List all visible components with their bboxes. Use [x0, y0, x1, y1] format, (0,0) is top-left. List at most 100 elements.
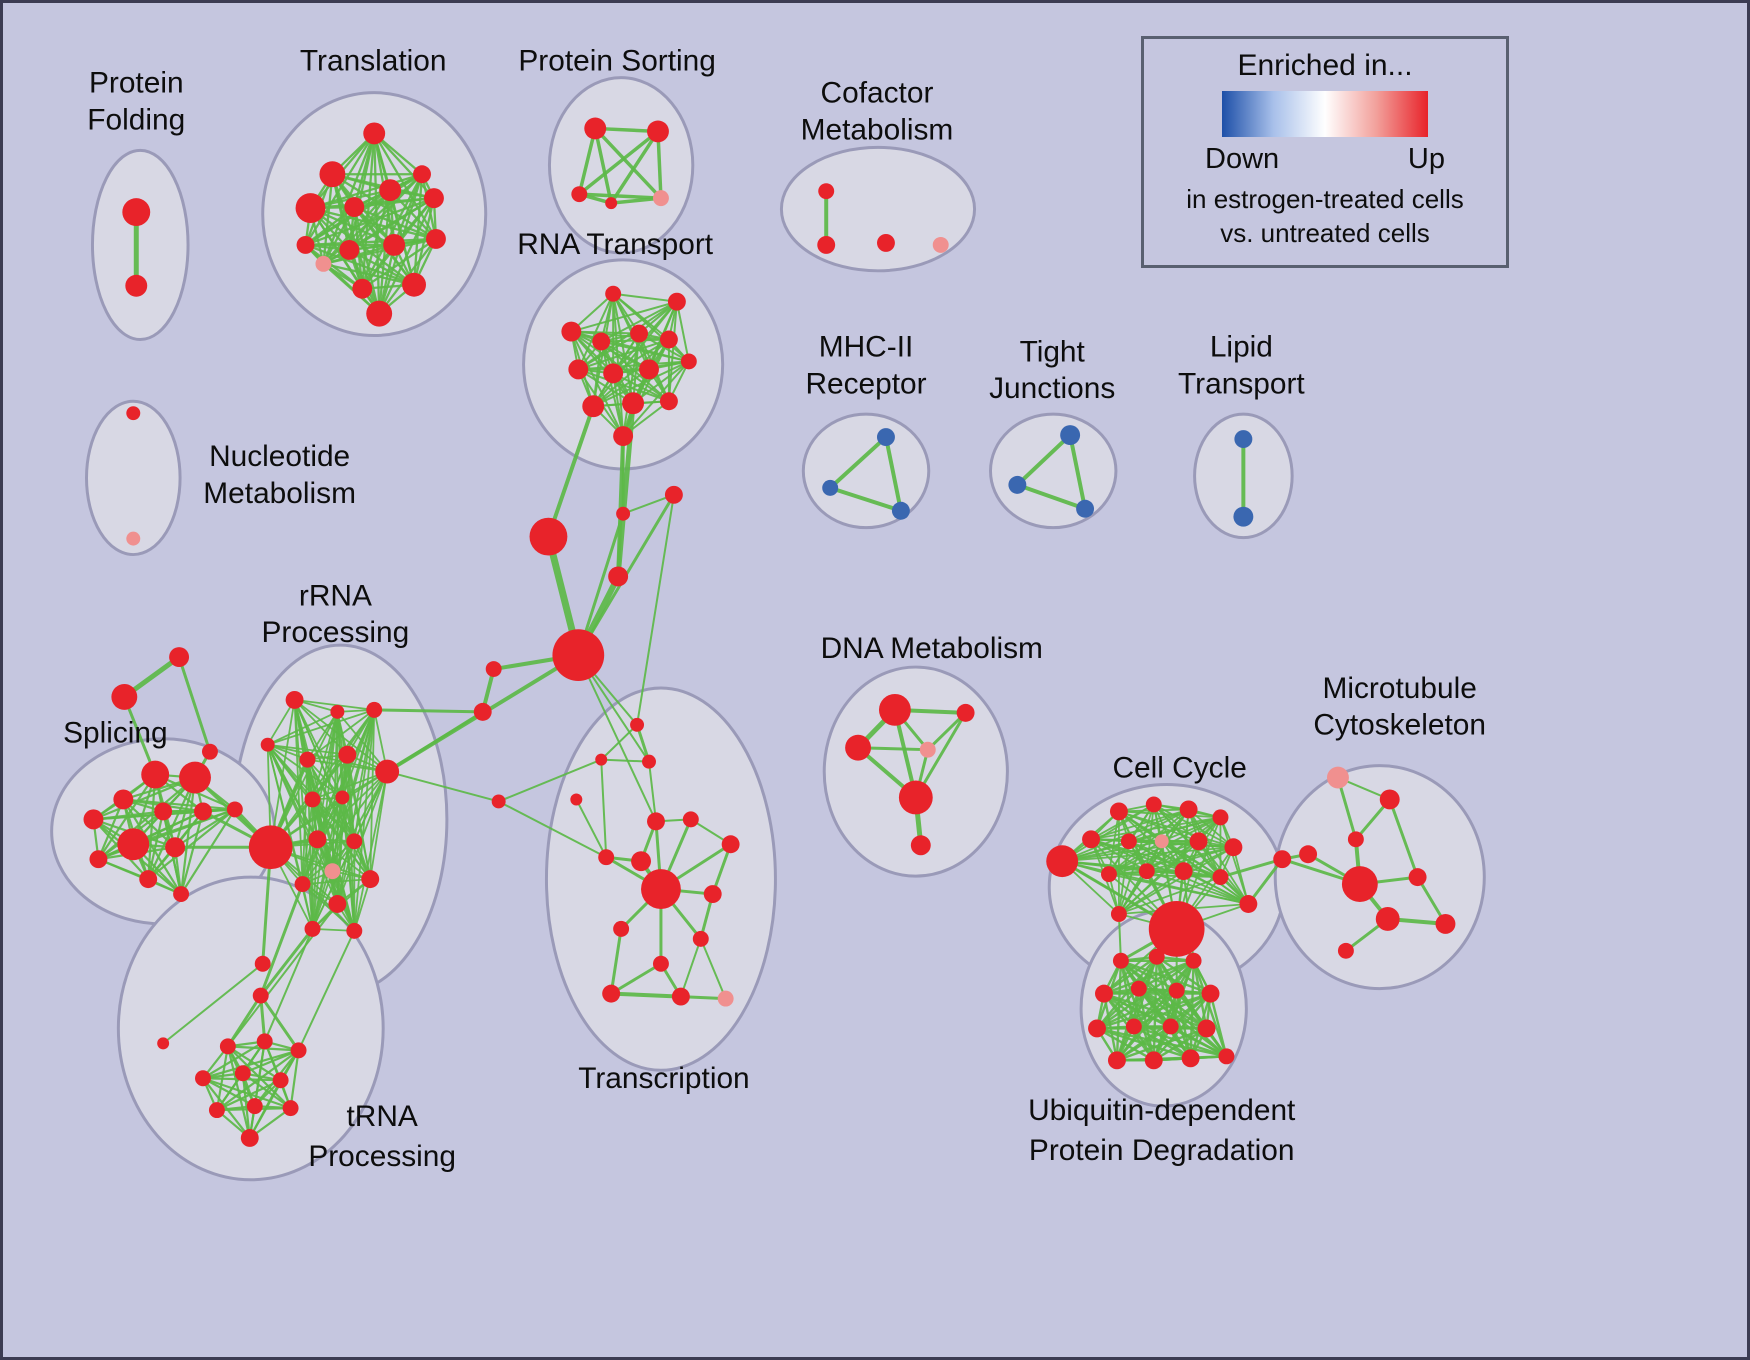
- network-edge: [577, 332, 641, 371]
- network-edge: [1132, 989, 1178, 1028]
- network-edge: [259, 994, 301, 1052]
- network-edge: [316, 838, 372, 881]
- network-node: [595, 753, 608, 766]
- network-node: [919, 741, 936, 758]
- cluster-label: Tight: [1020, 335, 1086, 368]
- network-edge: [297, 929, 356, 1052]
- network-edge: [546, 404, 596, 539]
- network-node: [876, 428, 895, 447]
- network-node: [1046, 845, 1079, 878]
- network-node: [139, 870, 158, 889]
- network-node: [375, 759, 400, 784]
- network-edge: [1095, 987, 1141, 1030]
- cluster-label: Nucleotide: [209, 440, 350, 473]
- network-edge: [301, 758, 309, 885]
- network-node: [1107, 1051, 1126, 1070]
- network-node: [1218, 1048, 1235, 1065]
- network-node: [423, 188, 444, 209]
- network-edge: [177, 655, 212, 754]
- network-node: [338, 745, 357, 764]
- network-edge: [497, 800, 608, 859]
- network-node: [1273, 850, 1292, 869]
- network-edge: [612, 338, 670, 375]
- network-node: [631, 851, 651, 872]
- network-edge: [311, 770, 389, 801]
- network-node: [703, 885, 722, 904]
- network-node: [630, 717, 645, 732]
- network-edge: [1061, 840, 1200, 863]
- network-edge: [1127, 808, 1190, 843]
- cluster-label: Splicing: [63, 717, 168, 750]
- network-edge: [289, 1049, 300, 1110]
- network-edge: [1145, 840, 1200, 873]
- network-edge: [632, 360, 690, 405]
- network-node: [891, 501, 910, 520]
- network-node: [845, 734, 872, 761]
- network-node: [1326, 766, 1349, 789]
- network-node: [339, 239, 360, 260]
- network-edge: [1015, 482, 1088, 511]
- cluster-ellipse-mhc-ii-receptor: [801, 412, 931, 530]
- network-node: [260, 737, 275, 752]
- network-edge: [1118, 876, 1222, 915]
- network-node: [1148, 948, 1165, 965]
- network-edge: [1102, 959, 1195, 995]
- network-node: [641, 869, 681, 909]
- network-node: [234, 1065, 251, 1082]
- network-node: [647, 120, 669, 143]
- network-edge: [1115, 1025, 1172, 1062]
- cluster-label: Processing: [262, 616, 410, 649]
- network-edge: [1209, 992, 1228, 1058]
- cluster-label: Folding: [87, 103, 185, 136]
- network-node: [256, 1033, 273, 1050]
- network-node: [659, 330, 678, 349]
- cluster-label: Transport: [1178, 367, 1305, 400]
- cluster-ellipse-microtubule-cytoskeleton: [1273, 764, 1486, 991]
- network-edge: [1152, 1027, 1208, 1062]
- network-node: [226, 801, 243, 818]
- network-node: [344, 197, 365, 218]
- network-node: [818, 183, 835, 200]
- network-node: [680, 353, 697, 370]
- network-node: [330, 704, 345, 719]
- network-edge: [1145, 846, 1235, 873]
- network-node: [240, 1129, 259, 1147]
- network-edge: [828, 435, 888, 490]
- network-node: [598, 849, 615, 866]
- network-node: [1095, 984, 1113, 1003]
- network-node: [366, 300, 393, 327]
- network-edge: [336, 770, 389, 905]
- legend-up-label: Up: [1407, 143, 1445, 175]
- network-edge: [1090, 808, 1190, 841]
- network-edge: [593, 126, 613, 205]
- network-node: [1148, 901, 1205, 957]
- legend-subtitle-line1: in estrogen-treated cells: [1186, 184, 1464, 214]
- network-node: [219, 1038, 236, 1055]
- network-edge: [348, 173, 424, 252]
- network-edge: [92, 776, 197, 821]
- network-node: [721, 835, 740, 854]
- cluster-label: Cofactor: [821, 77, 934, 110]
- network-edge: [1182, 870, 1250, 905]
- network-edge: [372, 708, 485, 714]
- network-edge: [311, 840, 356, 930]
- network-edge: [162, 962, 264, 1045]
- network-node: [613, 920, 630, 937]
- network-edge: [616, 434, 626, 579]
- network-edge: [226, 994, 263, 1048]
- network-node: [652, 955, 669, 972]
- network-node: [659, 392, 678, 411]
- network-node: [561, 321, 582, 342]
- network-node: [817, 235, 836, 254]
- network-edge: [215, 1079, 282, 1112]
- network-edge: [1132, 992, 1212, 1028]
- network-edge: [1061, 846, 1235, 863]
- network-node: [602, 984, 621, 1003]
- network-edge: [331, 173, 364, 290]
- network-node: [592, 332, 611, 351]
- network-node: [1112, 952, 1129, 969]
- network-node: [1212, 809, 1229, 826]
- legend-subtitle-line2: vs. untreated cells: [1220, 218, 1430, 248]
